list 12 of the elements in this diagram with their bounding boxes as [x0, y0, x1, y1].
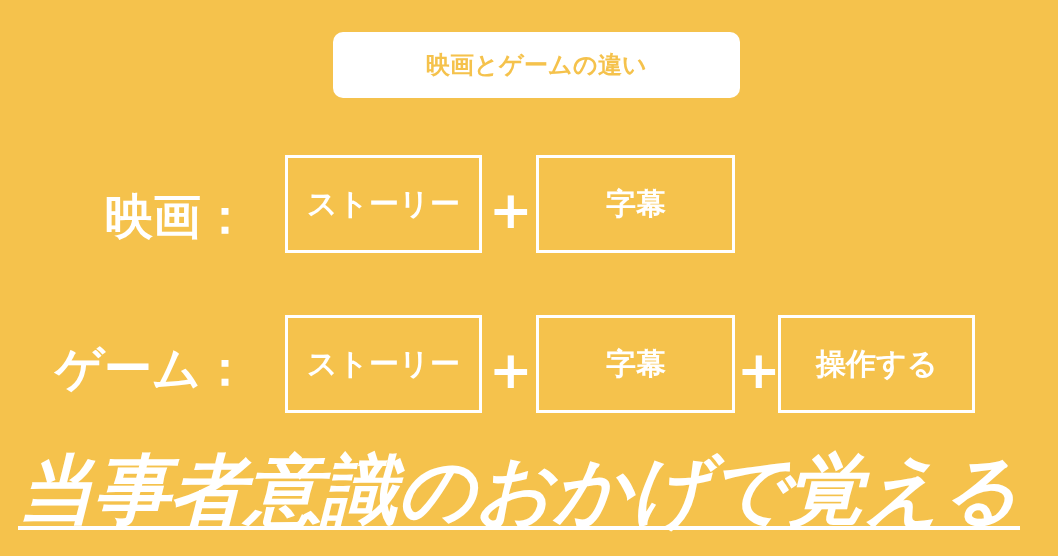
text-box: ストーリー — [285, 315, 482, 413]
text-box: 操作する — [778, 315, 975, 413]
plus-sign: + — [489, 340, 533, 400]
text-box: 字幕 — [536, 315, 735, 413]
plus-sign: + — [489, 180, 533, 240]
plus-sign: + — [737, 340, 781, 400]
row-label: 映画： — [105, 187, 249, 246]
text-box: 字幕 — [536, 155, 735, 253]
text-box: ストーリー — [285, 155, 482, 253]
title-banner: 映画とゲームの違い — [333, 32, 740, 98]
row-label: ゲーム： — [55, 339, 249, 398]
caption-heading: 当事者意識のおかげで覚える — [18, 444, 1020, 536]
